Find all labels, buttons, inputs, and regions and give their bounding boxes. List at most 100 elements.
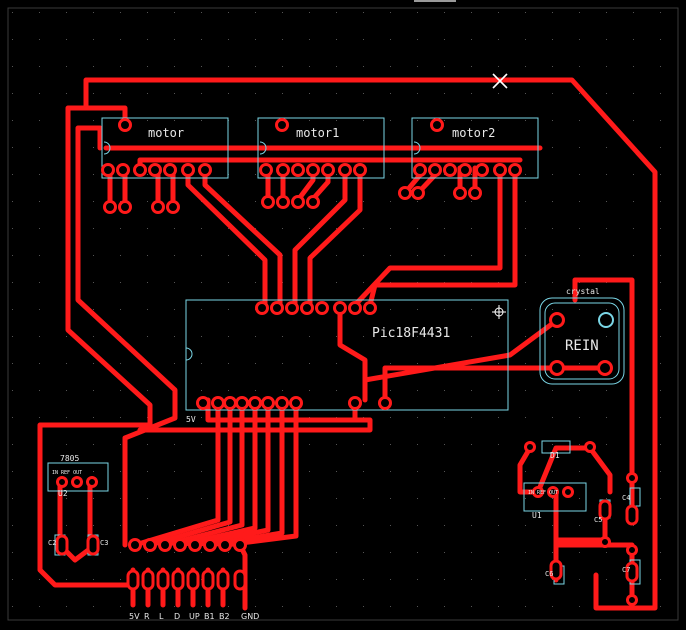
motor-b-notch	[259, 141, 267, 155]
motor-c-row-pin	[443, 163, 457, 177]
mcu-bottom-pin	[261, 396, 275, 410]
reg-left-pin	[56, 476, 68, 488]
reg-left-pins: IN REF OUT	[52, 470, 82, 476]
reg-left-ref: U2	[58, 489, 68, 498]
motor-b-aux-pad	[276, 195, 290, 209]
motor-a-aux-pad	[151, 200, 165, 214]
motor-a-notch	[103, 141, 111, 155]
origin-marker-icon	[492, 305, 506, 319]
cap-c4-pad	[626, 472, 638, 484]
motor-b-row-pin	[353, 163, 367, 177]
mcu-top-pin	[270, 301, 284, 315]
header-top-pin	[158, 538, 172, 552]
pads-layer	[55, 118, 639, 606]
header-top-pin	[203, 538, 217, 552]
header-bottom-pin	[156, 569, 170, 591]
cap-c2-pad	[55, 534, 69, 556]
mcu-bottom-pin	[289, 396, 303, 410]
reg-right-pin	[532, 486, 544, 498]
reg-right-pin	[562, 486, 574, 498]
header-top-pin	[128, 538, 142, 552]
motor-c-aux-pad	[411, 186, 425, 200]
reg-right-outline	[523, 482, 587, 512]
trace-xtal-right	[572, 277, 635, 481]
trace-mcu-xtal-3	[362, 315, 563, 383]
reg-right-pins: IN REF OUT	[528, 490, 558, 496]
mcu-top-pin	[348, 301, 362, 315]
connector-label: 5V	[129, 612, 140, 621]
motor-c-outline	[411, 117, 539, 179]
mcu-bottom-pin	[378, 396, 392, 410]
header-bottom-pin	[171, 569, 185, 591]
mcu-outline	[185, 299, 509, 411]
trace-mcu-xtal-2	[382, 365, 608, 403]
trace-reg-right-mid	[553, 489, 608, 543]
motor-a-row-pin	[198, 163, 212, 177]
header-top-pin	[188, 538, 202, 552]
motor-b-row-pin	[321, 163, 335, 177]
crystal-outline-inner	[544, 302, 620, 380]
cap-c4-body	[625, 504, 639, 526]
mcu-label: Pic18F4431	[372, 326, 450, 341]
trace-reg-right-top	[517, 445, 613, 495]
motor-a-row-pin	[148, 163, 162, 177]
motor-c-row-pin	[508, 163, 522, 177]
mcu-top-pin	[255, 301, 269, 315]
board-outline	[7, 7, 679, 621]
cap-c6-ref: C6	[545, 570, 553, 578]
top-scroll-indicator[interactable]	[414, 0, 456, 2]
header-top-pin	[218, 538, 232, 552]
motor-b-aux-pad	[291, 195, 305, 209]
mcu-notch	[185, 347, 193, 361]
motor-c-row-pin	[458, 163, 472, 177]
trace-conn-1	[132, 400, 221, 548]
reg-left-pin	[86, 476, 98, 488]
diode-ref: D1	[550, 451, 560, 460]
trace-left-inner	[75, 125, 178, 548]
motor-c-notch	[413, 141, 421, 155]
trace-conn-4	[177, 400, 258, 548]
header-bottom-pin	[126, 569, 140, 591]
header-bottom-pin	[216, 569, 230, 591]
trace-mb-1	[292, 167, 348, 308]
cap-c6-pad	[549, 559, 563, 581]
header-top-pin	[233, 538, 247, 552]
trace-top-loop	[83, 77, 658, 611]
cap-c7-pad	[626, 544, 638, 556]
trace-ma-1	[185, 167, 268, 308]
motor-b-row-pin	[306, 163, 320, 177]
copper-traces	[37, 77, 658, 611]
motor-a-row-pin	[101, 163, 115, 177]
connector-label: D	[174, 612, 180, 621]
motor-b-row-pin	[276, 163, 290, 177]
motor-a-label: motor	[148, 126, 184, 140]
motor-a-outline	[101, 117, 229, 179]
motor-b-outline	[257, 117, 385, 179]
header-bottom-pin	[141, 569, 155, 591]
header-bottom-pin	[186, 569, 200, 591]
diode-outline	[541, 440, 571, 454]
motor-b-pin	[275, 118, 289, 132]
cap-c5-body	[598, 499, 612, 521]
crystal-pin	[549, 360, 565, 376]
crystal-mark: REIN	[565, 338, 599, 354]
crystal-label: crystal	[566, 287, 600, 296]
connector-label: L	[159, 612, 164, 621]
connector-label: GND	[241, 612, 259, 621]
reg-right-pin	[547, 486, 559, 498]
cap-c4-ref: C4	[622, 494, 630, 502]
mcu-bottom-pin	[211, 396, 225, 410]
header-top-pin	[143, 538, 157, 552]
connector-label: B1	[204, 612, 215, 621]
crystal-pin	[549, 312, 565, 328]
motor-a-aux-pad	[103, 200, 117, 214]
motor-c-pin	[430, 118, 444, 132]
mcu-top-pin	[363, 301, 377, 315]
reg-left-outline	[47, 462, 109, 492]
mcu-bottom-pin	[248, 396, 262, 410]
connector-label: R	[144, 612, 150, 621]
motor-b-row-pin	[259, 163, 273, 177]
